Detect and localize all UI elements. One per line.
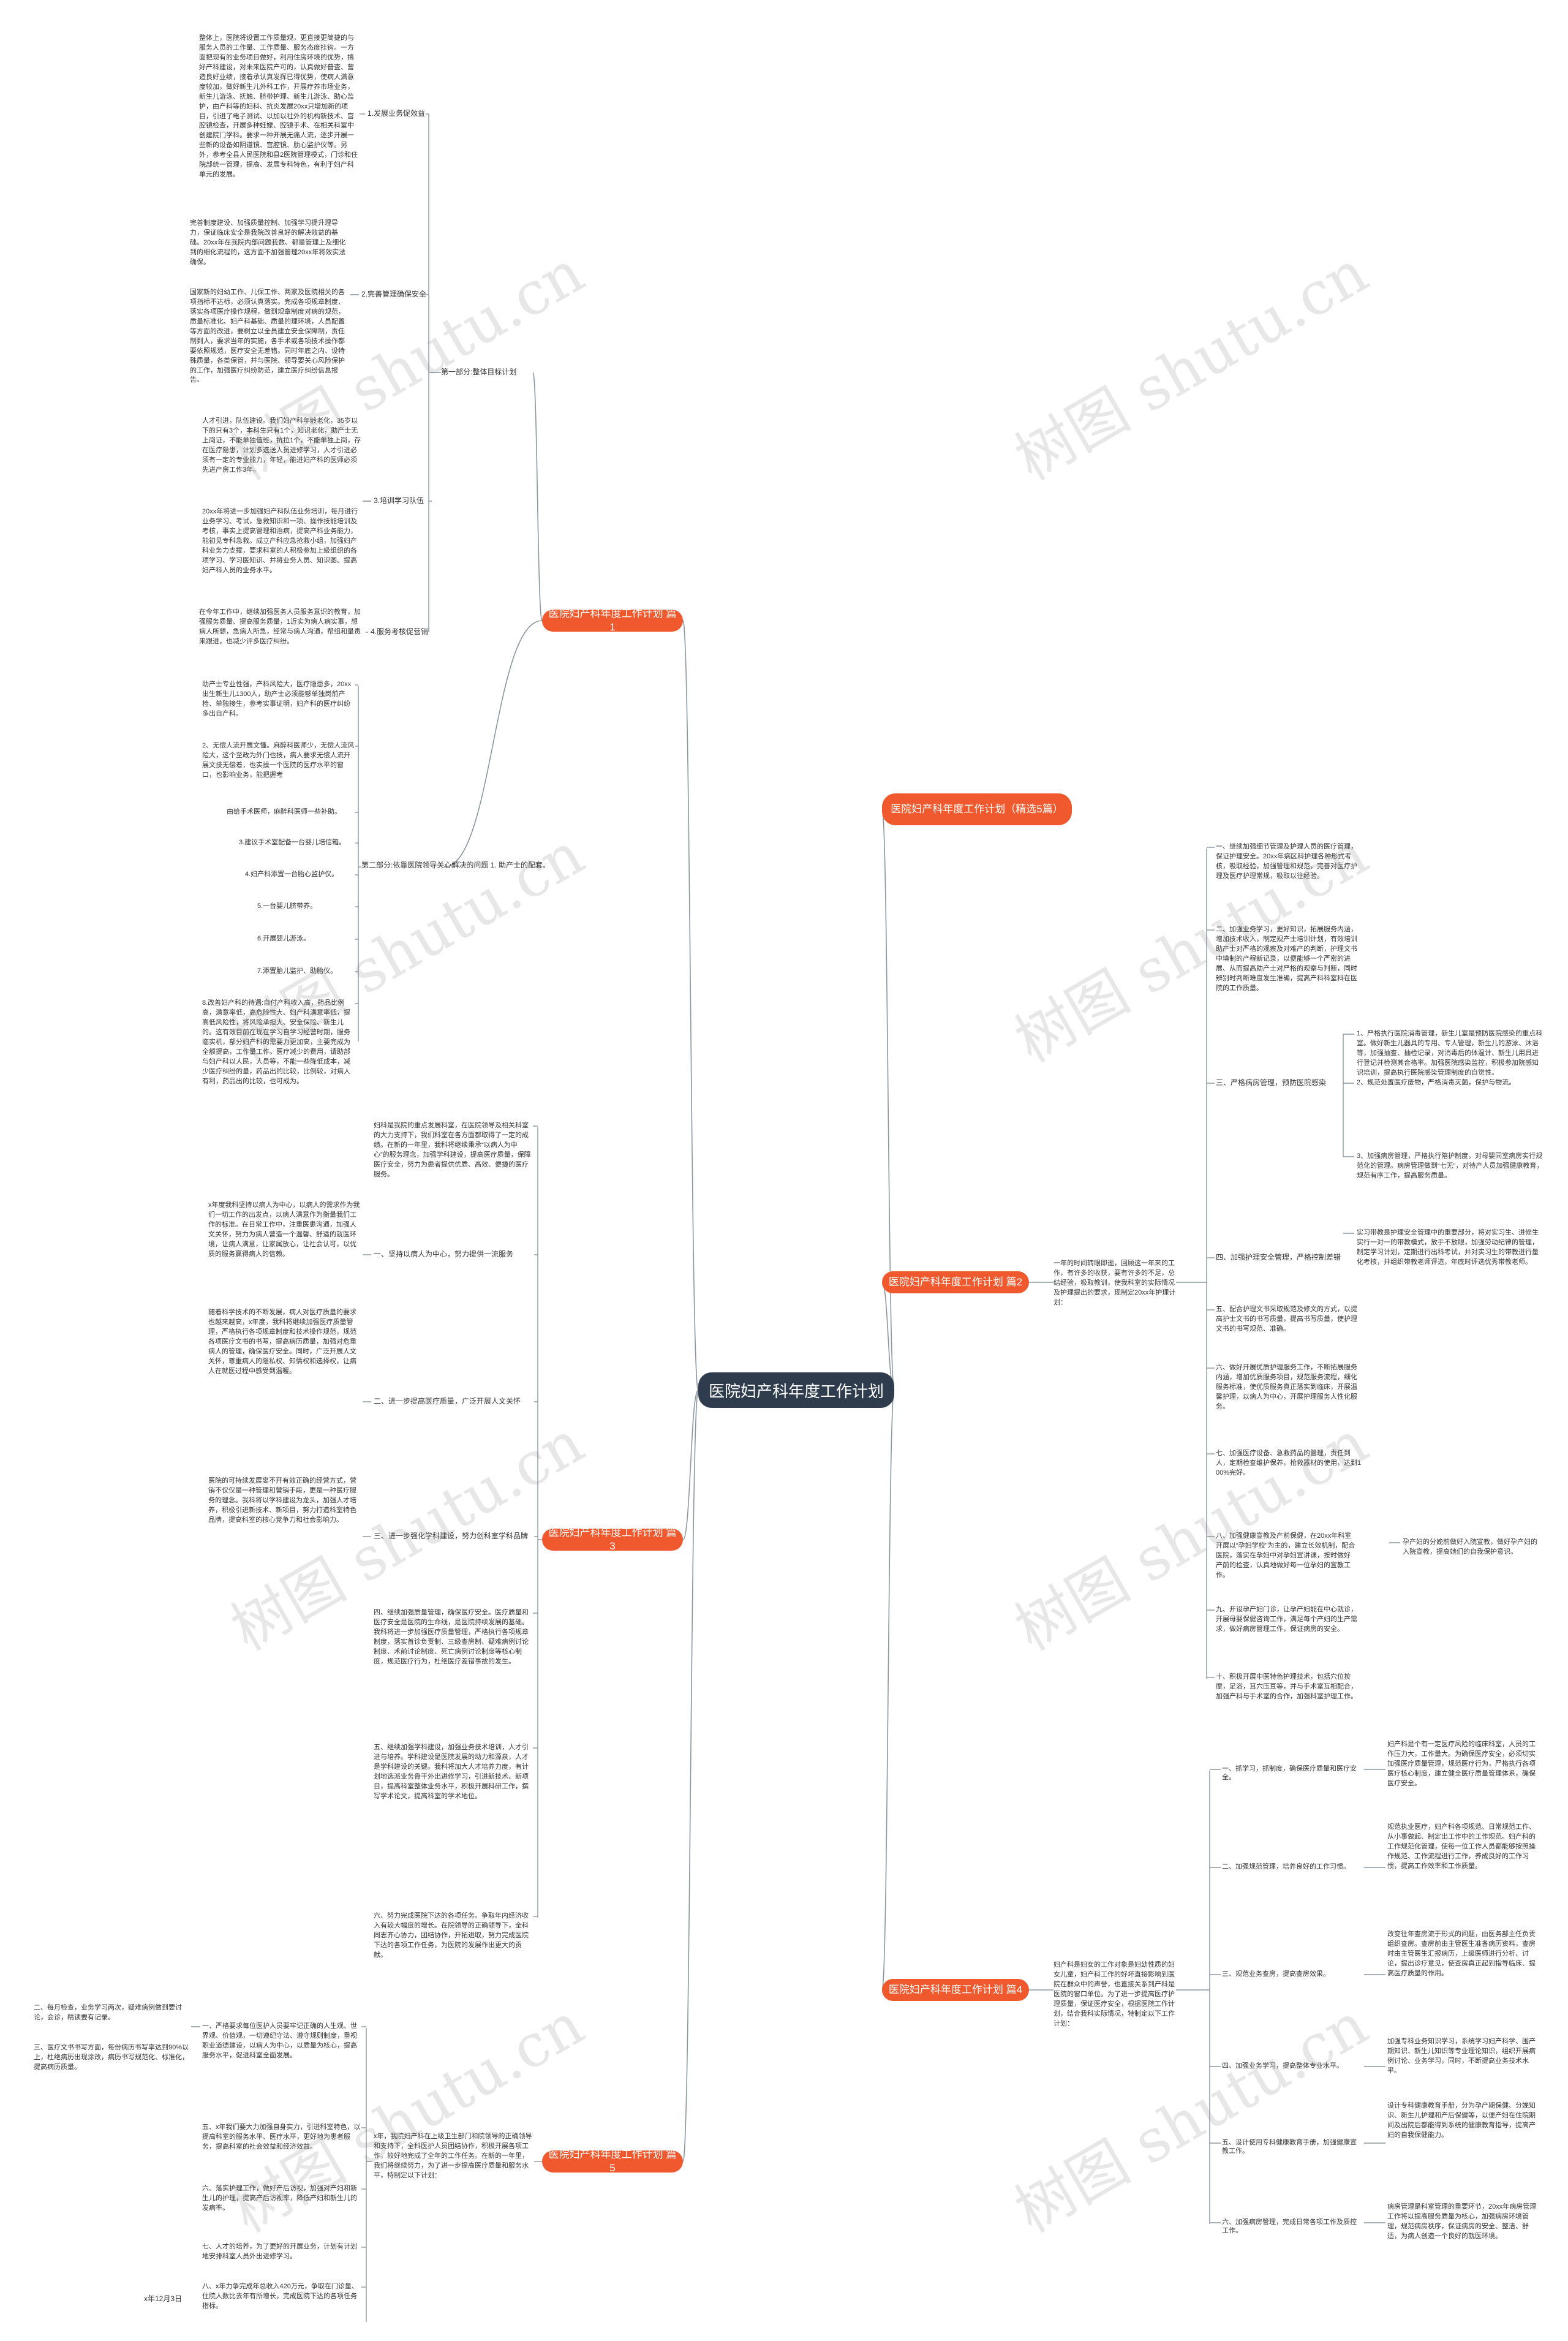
b2-item-4: 四、加强护理安全管理，严格控制差错 — [1216, 1253, 1341, 1261]
b4-item-6-text: 病房管理是科室管理的重要环节，20xx年病房管理工作将以提高服务质量为核心，加强… — [1387, 2203, 1537, 2240]
b5-item-1-text-1: 二、每月检查，业务学习两次，疑难病例做到要讨论，会诊，精读要有记录。 — [34, 2004, 182, 2021]
b2-item-8-text-1: 孕产妇的分娩前做好入院宣教，做好孕产妇的入院宣教，提高她们的自我保护意识。 — [1403, 1538, 1537, 1556]
b4-item-3-text: 改变往年查房流于形式的问题，由医务部主任负责组织查房。查房前由主管医生准备病历资… — [1387, 1931, 1536, 1977]
b1-part2-label: 第二部分:依靠医院领导关心解决的问题 1. 助产士的配套。 — [361, 861, 551, 869]
b5-intro: x年，我院妇产科在上级卫生部门和院领导的正确领导和支持下，全科医护人员团结协作，… — [374, 2133, 532, 2179]
branch-topic-6: 医院妇产科年度工作计划 篇5 — [542, 2149, 683, 2174]
b1-part2-text-5: 4.妇产科添置一台胎心监护仪。 — [245, 871, 339, 878]
b1-part1-text-3-1: 人才引进，队伍建设。我们妇产科年龄老化，35岁以下的只有3个，本科生只有1个，知… — [202, 417, 361, 474]
b4-item-4-text: 加强专科业务知识学习，系统学习妇产科学、围产期知识、新生儿知识等专业理论知识，组… — [1387, 2038, 1536, 2074]
link-root-branch-2 — [881, 809, 895, 1391]
b4-item-6: 六、加强病房管理，完成日常各项工作及质控工作。 — [1222, 2218, 1357, 2235]
b1-part2-text-3: 由给手术医师，麻醉科医师一些补助。 — [227, 808, 341, 815]
branch-topic-5: 医院妇产科年度工作计划 篇4 — [882, 1979, 1029, 2001]
b2-item-9: 九、开设孕产妇门诊，让孕产妇能在中心就诊，开展母婴保健咨询工作，满足每个产妇的生… — [1216, 1606, 1357, 1633]
b1-part2-text-8: 7.添置胎儿监护、助胎仪。 — [257, 967, 337, 975]
b5-footer-date: x年12月3日 — [144, 2294, 183, 2303]
b3-item-1: 妇科是我院的重点发展科室，在医院领导及相关科室的大力支持下，我们科室在各方面都取… — [374, 1122, 531, 1178]
branch-topic-1: 医院妇产科年度工作计划 篇1 — [542, 608, 683, 633]
link-b1-part2 — [443, 620, 543, 868]
b1-part1-text-3-2: 20xx年将进一步加强妇产科队伍业务培训，每月进行业务学习、考试，急救知识和一项… — [202, 508, 358, 574]
b2-item-1: 一、继续加强细节管理及护理人员的医疗管理，保证护理安全。20xx年病区科护理各种… — [1216, 843, 1357, 880]
b3-item-4: 三、进一步强化学科建设，努力创科室学科品牌 — [374, 1532, 529, 1540]
b5-item-4: 七、人才的培养，为了更好的开展业务，计划有计划地安排科室人员外出进修学习。 — [202, 2243, 357, 2260]
link-b1-part1 — [532, 372, 543, 621]
b1-part1-item-1: 1.发展业务促效益 — [368, 109, 426, 118]
b3-item-3-text: 随着科学技术的不断发展，病人对医疗质量的要求也越来越高，x年度，我科将继续加强医… — [208, 1309, 356, 1375]
b2-item-8: 八、加强健康宣教及产前保健，在20xx年科室开展以“孕妇学校”为主的，建立长效机… — [1216, 1532, 1355, 1579]
b2-item-3-text-2: 2、规范处置医疗废物，严格消毒灭菌，保护与物流。 — [1357, 1079, 1516, 1086]
b5-item-1: 一、严格要求每位医护人员要牢记正确的人生观、世界观、价值观，一切遵纪守法、遵守规… — [202, 2022, 357, 2059]
b1-part2-text-4: 3.建议手术室配备一台婴儿培信箱。 — [239, 839, 346, 846]
b1-part2-text-6: 5.一台婴儿脐带养。 — [257, 902, 317, 910]
branch-topic-2: 医院妇产科年度工作计划（精选5篇） — [882, 793, 1072, 825]
b2-item-2: 二、加强业务学习，更好知识，拓展服务内涵，增加技术收入，制定规产士培训计划，有效… — [1216, 926, 1357, 992]
b1-part2-text-9: 8.改善妇产科的待遇:自付产科收入高，药品比例高，满意率低，高危险性大、妇产科满… — [202, 999, 350, 1085]
branch-topic-3: 医院妇产科年度工作计划 篇2 — [882, 1271, 1029, 1293]
b5-item-3: 六、落实护理工作，做好产后访视，加强对产妇和新生儿的护理，提高产后访视率，降低产… — [202, 2185, 357, 2212]
b1-part1-text-4-1: 在今年工作中，继续加强医务人员服务意识的教育，加强服务质量、提高服务质量，1近实… — [199, 608, 361, 645]
b5-item-2: 五、x年我们要大力加强自身实力，引进科室特色，以提高科室的服务水平、医疗水平，更… — [202, 2124, 361, 2150]
b4-item-3: 三、规范业务查房，提高查房效果。 — [1222, 1970, 1330, 1978]
b2-intro: 一年的时间转眼即逝，回顾这一年来的工作，有许多的收获，要有许多的不足，总结经验，… — [1054, 1260, 1176, 1306]
b4-item-2: 二、加强规范管理，培养良好的工作习惯。 — [1222, 1863, 1350, 1870]
b4-item-1: 一、抓学习，抓制度，确保医疗质量和医疗安全。 — [1222, 1765, 1357, 1782]
b3-item-4-text: 医院的可持续发展离不开有效正确的经营方式，营销不仅仅是一种管理和营销手段，更是一… — [208, 1477, 356, 1524]
b2-item-5: 五、配合护理文书采取规范及修文的方式，以提高护士文书的书写质量，提高书写质量，使… — [1216, 1306, 1357, 1333]
link-root-branch-6 — [682, 1390, 699, 2162]
b1-part2-text-1: 助产士专业性强，产科风险大，医疗隐患多，20xx出生新生儿1300人，助产士必须… — [202, 681, 352, 717]
b5-item-5: 八、x年力争完成年总收入420万元，争取在门诊量、住院人数比去年有所增长，完成医… — [202, 2283, 358, 2310]
b4-item-5: 五、设计使用专科健康教育手册，加强健康宣教工作。 — [1222, 2139, 1357, 2155]
b1-part1-item-2: 2.完善管理确保安全 — [361, 290, 427, 298]
b2-item-6: 六、做好开展优质护理服务工作，不断拓展服务内涵，增加优质服务项目，规范服务流程，… — [1216, 1364, 1357, 1410]
b1-part1-label: 第一部分:整体目标计划 — [441, 368, 517, 376]
b1-part1-item-3: 3.培训学习队伍 — [374, 496, 424, 505]
b2-item-4-text-1: 实习带教是护理安全管理中的重要部分，将对实习生、进修生实行一对一的带教模式，放手… — [1357, 1229, 1539, 1266]
b3-item-5: 四、继续加强质量管理，确保医疗安全。医疗质量和医疗安全是医院的生命线，是医院持续… — [374, 1609, 529, 1665]
b4-item-1-text: 妇产科是个有一定医疗风险的临床科室，人员的工作压力大，工作量大。为确保医疗安全，… — [1387, 1741, 1536, 1787]
b4-intro: 妇产科是妇女的工作对象是妇幼性质的妇女儿童，妇产科工作的好坏直接影响到医院在群众… — [1054, 1961, 1175, 2027]
b4-item-4: 四、加强业务学习，提高整体专业水平。 — [1222, 2062, 1343, 2070]
b1-part1-item-4: 4.服务考核促营销 — [371, 627, 429, 636]
b1-part2-text-7: 6.开展婴儿游泳。 — [257, 935, 311, 942]
b2-item-3: 三、严格病房管理，预防医院感染 — [1216, 1078, 1327, 1087]
b1-part1-text-1-1: 整体上，医院将设置工作质量观，更直接更简捷的与服务人员的工作量、工作质量、服务态… — [199, 34, 358, 179]
branch-topic-4: 医院妇产科年度工作计划 篇3 — [542, 1527, 683, 1552]
link-root-branch-1 — [682, 620, 699, 1391]
b4-item-2-text: 规范执业医疗，妇产科各项规范、日常规范工作、从小事做起、制定出工作中的工作规范。… — [1387, 1823, 1536, 1870]
b1-part2-text-2: 2、无偿人流开展文懂。麻醉科医师少，无偿人流风险大，这个至政为外门也技，病人要求… — [202, 742, 355, 779]
b1-part1-text-2-1: 完善制度建设、加强质量控制、加强学习提升理导力，保证临床安全是我院改善良好的解决… — [190, 219, 346, 266]
link-root-branch-4 — [682, 1390, 699, 1540]
b2-item-10: 十、积极开展中医特色护理技术，包括穴位按摩，足浴，耳穴压豆等，并与手术室互相配合… — [1216, 1673, 1357, 1700]
b3-item-2: 一、坚持以病人为中心，努力提供一流服务 — [374, 1250, 514, 1258]
link-root-branch-5 — [881, 1390, 895, 1991]
b2-item-7: 七、加强医疗设备、急救药品的管理，责任到人，定期检查维护保养，抢救器材的使用，达… — [1216, 1450, 1362, 1477]
b3-item-3: 二、进一步提高医疗质量，广泛开展人文关怀 — [374, 1397, 521, 1405]
b1-part1-text-2-2: 国家新的妇幼工作、儿保工作、两家及医院相关的各项指标不达标，必须认真落实。完成各… — [190, 289, 345, 384]
b3-item-6: 五、继续加强学科建设，加强业务技术培训，人才引进与培养。学科建设是医院发展的动力… — [374, 1744, 529, 1800]
b4-item-5-text: 设计专科健康教育手册，分为孕产期保健、分娩知识、新生儿护理和产后保健等，以便产妇… — [1387, 2102, 1536, 2139]
b3-item-2-text: x年度我科坚持以病人为中心，以病人的需求作为我们一切工作的出发点，以病人满意作为… — [208, 1201, 360, 1258]
b2-item-3-text-3: 3、加强病房管理，严格执行陪护制度，对母婴同室病房实行规范化的管理。病房管理做到… — [1357, 1152, 1544, 1179]
root-topic: 医院妇产科年度工作计划 — [698, 1372, 894, 1408]
b5-item-1-text-2: 三、医疗文书书写方面，每份病历书写率达到90%以上，杜绝病历出现涂改，病历书写规… — [34, 2044, 189, 2071]
b2-item-3-text-1: 1、严格执行医院消毒管理，新生儿室是预防医院感染的重点科室。做好新生儿器具的专用… — [1357, 1030, 1543, 1076]
b3-item-7: 六、努力完成医院下达的各项任务。争取年内经济收入有较大幅度的增长。在院领导的正确… — [374, 1912, 529, 1959]
